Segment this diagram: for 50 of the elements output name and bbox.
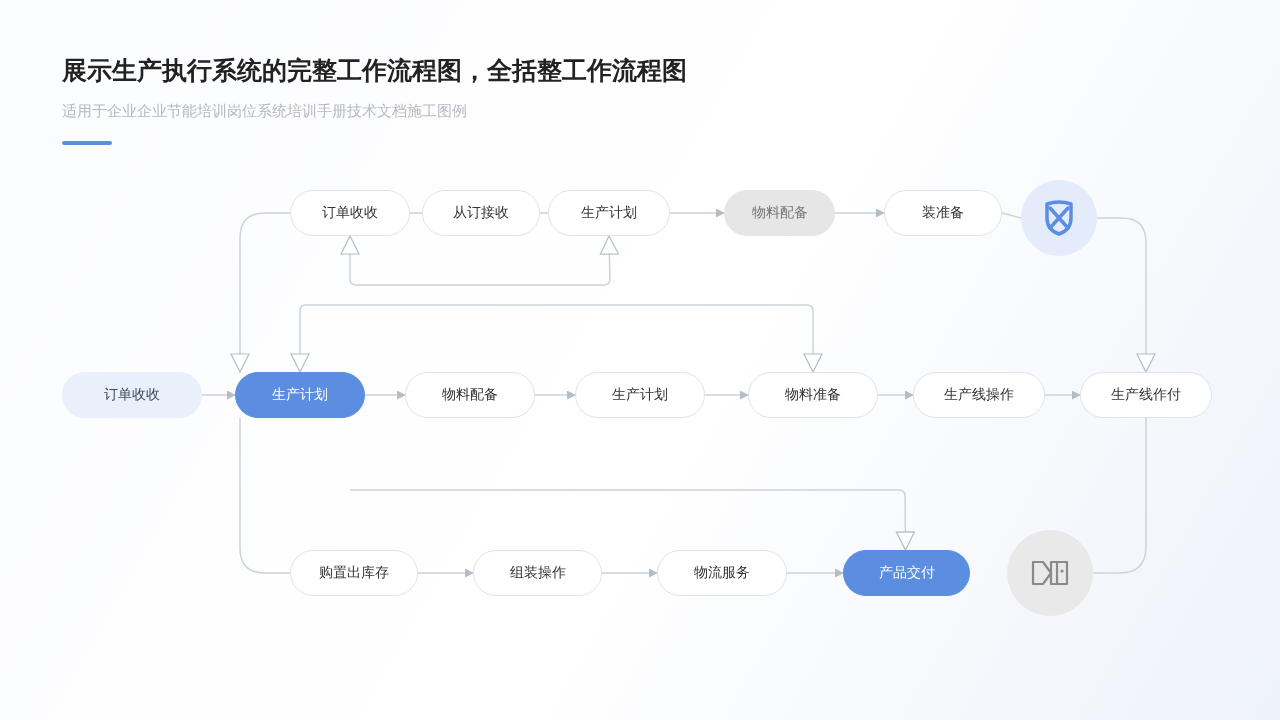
- process-box: [884, 190, 1002, 236]
- step-label: 生产计划: [612, 386, 668, 404]
- title: 展示生产执行系统的完整工作流程图，全括整工作流程图: [62, 55, 687, 87]
- step-label: 物料配备: [442, 386, 498, 404]
- process-box: [748, 372, 878, 418]
- process-box: [724, 190, 835, 236]
- highlighted-step-box: [843, 550, 970, 596]
- connector-arrow: [417, 568, 474, 578]
- step-label: 物料准备: [785, 386, 841, 404]
- step-label: 生产线操作: [944, 386, 1014, 404]
- connector-arrow: [786, 568, 844, 578]
- connector-arrow: [340, 235, 619, 286]
- process-box: [422, 190, 540, 236]
- highlighted-step-box: [235, 372, 365, 418]
- process-box: [913, 372, 1045, 418]
- process-box: [405, 372, 535, 418]
- connector-arrow: [877, 390, 914, 400]
- step-label: 产品交付: [878, 564, 935, 582]
- subtitle: 适用于企业企业节能培训岗位系统培训手册技术文档施工图例: [62, 102, 467, 121]
- connector-arrow: [834, 208, 885, 218]
- process-box: [290, 550, 418, 596]
- step-label: 从订接收: [453, 204, 509, 222]
- step-label: 订单收收: [104, 386, 160, 404]
- process-box: [1080, 372, 1212, 418]
- process-box: [657, 550, 787, 596]
- step-label: 生产计划: [272, 386, 328, 404]
- connector-arrow: [601, 568, 658, 578]
- step-label: 订单收收: [322, 204, 378, 222]
- step-label: 物流服务: [694, 564, 750, 582]
- connector-arrow: [364, 390, 406, 400]
- connector-arrow: [201, 390, 236, 400]
- connector-arrow: [349, 489, 915, 551]
- process-box: [62, 372, 202, 418]
- step-label: 生产计划: [581, 204, 637, 222]
- connector-arrow: [704, 390, 749, 400]
- connector-arrow: [230, 212, 291, 373]
- connector-arrow: [290, 304, 823, 373]
- step-label: 组装操作: [509, 564, 566, 582]
- connector-arrow: [534, 390, 576, 400]
- process-box: [575, 372, 705, 418]
- step-label: 购置出库存: [319, 564, 389, 582]
- connector-arrow: [1044, 390, 1081, 400]
- process-box: [548, 190, 670, 236]
- connector-arrow: [669, 208, 725, 218]
- connector-arrow: [1096, 217, 1156, 373]
- process-box: [290, 190, 410, 236]
- step-label: 装准备: [922, 204, 964, 222]
- step-label: 生产线作付: [1111, 386, 1181, 404]
- step-label: 物料配备: [751, 204, 808, 222]
- process-box: [473, 550, 602, 596]
